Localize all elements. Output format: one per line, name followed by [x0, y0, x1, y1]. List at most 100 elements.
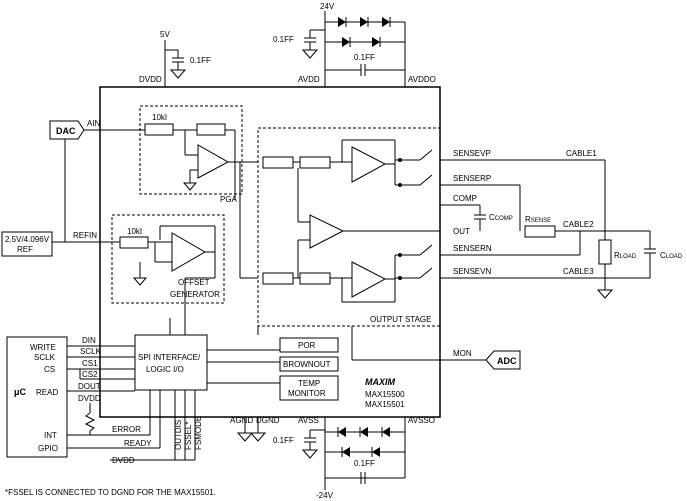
spi-line2: LOGIC I/O — [146, 365, 184, 374]
ref-line2: REF — [17, 245, 33, 254]
pin-avsso: AVSSO — [408, 416, 435, 425]
label-24v: 24V — [320, 2, 335, 11]
uc-cs: CS — [44, 365, 55, 374]
pga-resistor-2 — [196, 123, 226, 136]
output-amplifier — [309, 214, 345, 249]
por-block — [279, 337, 339, 353]
label-cload: CLOAD — [660, 251, 683, 260]
uc-sclk: SCLK — [34, 353, 56, 362]
ground-dgnd-icon — [249, 432, 267, 442]
pin-avddo: AVDDO — [408, 75, 436, 84]
pin-fssel: FSSEL* — [184, 422, 193, 450]
diode-icon — [338, 427, 346, 437]
ref-block — [1, 231, 53, 257]
maxim-logo: MAXIM — [365, 377, 396, 387]
diode-icon — [372, 37, 380, 47]
pin-agnd: AGND — [230, 416, 253, 425]
label-cable3: CABLE3 — [563, 267, 594, 276]
ref-line1: 2.5V/4.096V — [5, 235, 50, 244]
pin-dvdd-bottom: DVDD — [112, 456, 135, 465]
pin-avss: AVSS — [298, 416, 319, 425]
uc-label: μC — [14, 387, 27, 397]
rsense-resistor — [524, 225, 556, 238]
temp-line2: MONITOR — [288, 389, 326, 398]
pin-cs1: CS1 — [82, 359, 98, 368]
brownout-label: BROWNOUT — [283, 360, 331, 369]
cap-dvdd-label: 0.1FF — [190, 56, 211, 65]
pin-dvdd-pullup: DVDD — [78, 394, 101, 403]
label-rload: RLOAD — [614, 251, 637, 260]
switch-sensern — [419, 244, 433, 256]
part-number-1: MAX15500 — [365, 390, 405, 399]
diode-icon — [382, 17, 390, 27]
upper-sense-amplifier — [351, 146, 387, 183]
cap-avss-a-label: 0.1FF — [273, 436, 294, 445]
pga-resistor-label: 10kI — [152, 113, 167, 122]
uc-write: WRITE — [30, 343, 56, 352]
pga-label: PGA — [220, 195, 238, 204]
pin-comp: COMP — [453, 194, 477, 203]
pin-ready: READY — [124, 439, 152, 448]
diode-icon — [342, 37, 350, 47]
label-cable2: CABLE2 — [563, 220, 594, 229]
temp-monitor-block — [279, 375, 339, 401]
label-cable1: CABLE1 — [566, 149, 597, 158]
pin-din: DIN — [82, 336, 96, 345]
pin-outdis: OUTDIS — [174, 420, 183, 450]
offset-line1: OFFSET — [178, 278, 210, 287]
uc-int: INT — [44, 431, 57, 440]
pin-dvdd-top: DVDD — [139, 75, 162, 84]
microcontroller-block — [6, 336, 68, 458]
ground-offset-icon — [132, 277, 148, 286]
ground-pga-icon — [182, 182, 198, 191]
adc-label: ADC — [497, 356, 517, 366]
diode-icon — [372, 447, 380, 457]
part-number-2: MAX15501 — [365, 400, 405, 409]
por-label: POR — [298, 341, 316, 350]
temp-line1: TEMP — [298, 379, 320, 388]
pga-box — [139, 105, 243, 195]
ground-agnd-icon — [236, 432, 254, 442]
pin-out: OUT — [453, 227, 470, 236]
pin-sensevp: SENSEVP — [453, 149, 491, 158]
uc-read: READ — [36, 388, 58, 397]
label-5v: 5V — [160, 30, 170, 39]
diode-icon — [338, 17, 346, 27]
out-resistor-3 — [262, 272, 294, 285]
rload-resistor — [598, 239, 612, 265]
offset-generator-box — [111, 214, 225, 304]
output-stage-label: OUTPUT STAGE — [370, 315, 432, 324]
pin-mon: MON — [453, 349, 472, 358]
lower-sense-amplifier — [351, 261, 387, 298]
switch-sensevn — [419, 267, 433, 279]
offset-resistor-label: 10kI — [127, 227, 142, 236]
brownout-block — [279, 356, 339, 372]
output-stage-box — [257, 127, 441, 327]
cap-avdd-a-label: 0.1FF — [273, 35, 294, 44]
footnote: *FSSEL IS CONNECTED TO DGND FOR THE MAX1… — [5, 488, 216, 497]
pin-sensevn: SENSEVN — [453, 267, 491, 276]
adc-block — [485, 350, 521, 370]
label-ccomp: CCOMP — [489, 213, 513, 222]
cap-avdd-b-label: 0.1FF — [354, 53, 375, 62]
offset-line2: GENERATOR — [170, 290, 220, 299]
pin-avdd: AVDD — [298, 75, 320, 84]
spi-block — [134, 334, 208, 391]
switch-senserp — [419, 174, 433, 186]
pin-fsmode: FSMODE — [194, 416, 203, 450]
out-resistor-4 — [299, 272, 331, 285]
label-rsense: RSENSE — [525, 215, 551, 224]
diode-icon — [360, 17, 368, 27]
offset-resistor — [119, 236, 149, 249]
pin-refin: REFIN — [73, 231, 97, 240]
pin-dgnd: DGND — [256, 416, 280, 425]
cap-avss-b-label: 0.1FF — [354, 459, 375, 468]
pullup-resistor — [84, 412, 96, 432]
pga-amplifier — [197, 144, 230, 179]
pin-senserp: SENSERP — [453, 174, 491, 183]
out-resistor-2 — [299, 156, 331, 169]
uc-gpio: GPIO — [38, 444, 58, 453]
pga-resistor-1 — [144, 123, 174, 136]
pin-ain: AIN — [87, 119, 101, 128]
